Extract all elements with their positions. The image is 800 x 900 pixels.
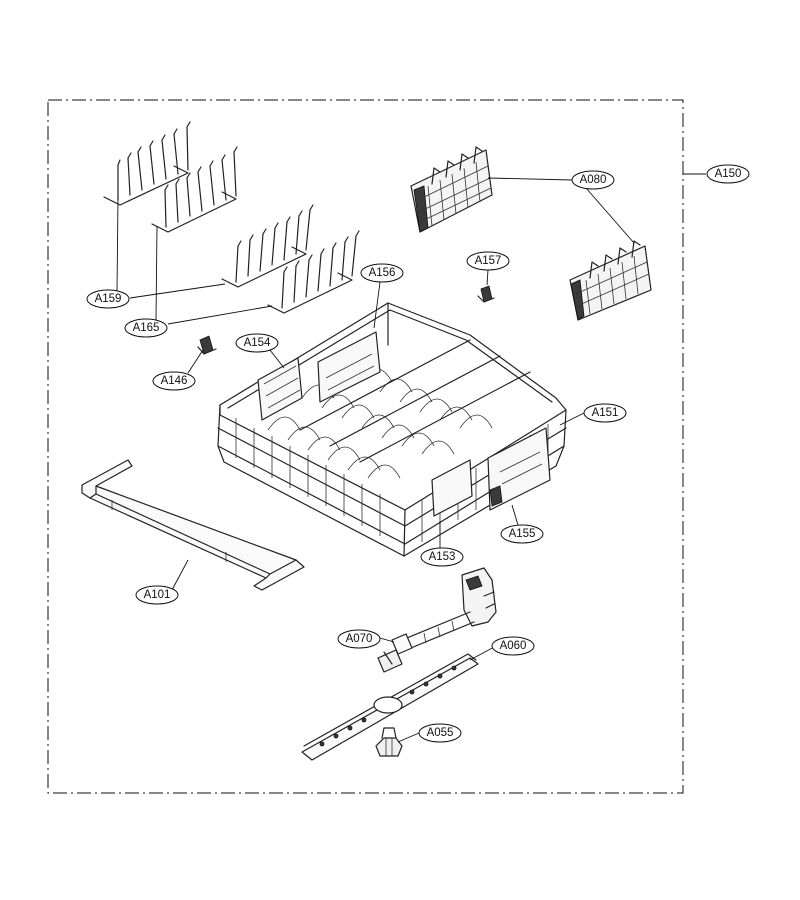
callout-a146: A146 <box>152 371 196 391</box>
a070-conduit <box>377 567 497 673</box>
callout-a080: A080 <box>571 170 615 190</box>
tine-rack-3 <box>221 204 314 288</box>
callout-a101: A101 <box>135 585 179 605</box>
tine-rack-2 <box>151 146 238 233</box>
callout-a153: A153 <box>420 547 464 567</box>
a157-clip <box>477 285 495 303</box>
callout-a157: A157 <box>466 251 510 271</box>
callout-a060: A060 <box>491 636 535 656</box>
leader-lines <box>116 173 706 743</box>
a101-handle <box>81 459 305 591</box>
assembly-boundary <box>47 99 684 794</box>
callout-a156: A156 <box>360 263 404 283</box>
callout-label: A070 <box>346 633 373 645</box>
callout-label: A150 <box>715 168 742 180</box>
callout-a159: A159 <box>86 289 130 309</box>
rack-basket <box>217 302 567 557</box>
callout-label: A151 <box>592 407 619 419</box>
a146-clip <box>197 335 217 355</box>
callout-a165: A165 <box>124 318 168 338</box>
callout-label: A154 <box>244 337 271 349</box>
callout-label: A156 <box>369 267 396 279</box>
tine-rack-1 <box>103 121 191 206</box>
tine-rack-4 <box>267 230 360 314</box>
callout-label: A080 <box>580 174 607 186</box>
callout-label: A165 <box>133 322 160 334</box>
callout-label: A155 <box>509 528 536 540</box>
a080-panel-top <box>410 146 493 233</box>
callout-label: A146 <box>161 375 188 387</box>
callout-a070: A070 <box>337 629 381 649</box>
tine-rack-group <box>103 121 360 314</box>
callout-a150: A150 <box>706 164 750 184</box>
callout-label: A159 <box>95 293 122 305</box>
callout-label: A153 <box>429 551 456 563</box>
callout-a151: A151 <box>583 403 627 423</box>
callout-label: A060 <box>500 640 527 652</box>
callout-a055: A055 <box>418 723 462 743</box>
callout-label: A101 <box>144 589 171 601</box>
callout-label: A157 <box>475 255 502 267</box>
a055-nut <box>375 727 403 757</box>
callout-a154: A154 <box>235 333 279 353</box>
a080-panel-bottom <box>569 240 652 321</box>
callout-label: A055 <box>427 727 454 739</box>
callout-a155: A155 <box>500 524 544 544</box>
